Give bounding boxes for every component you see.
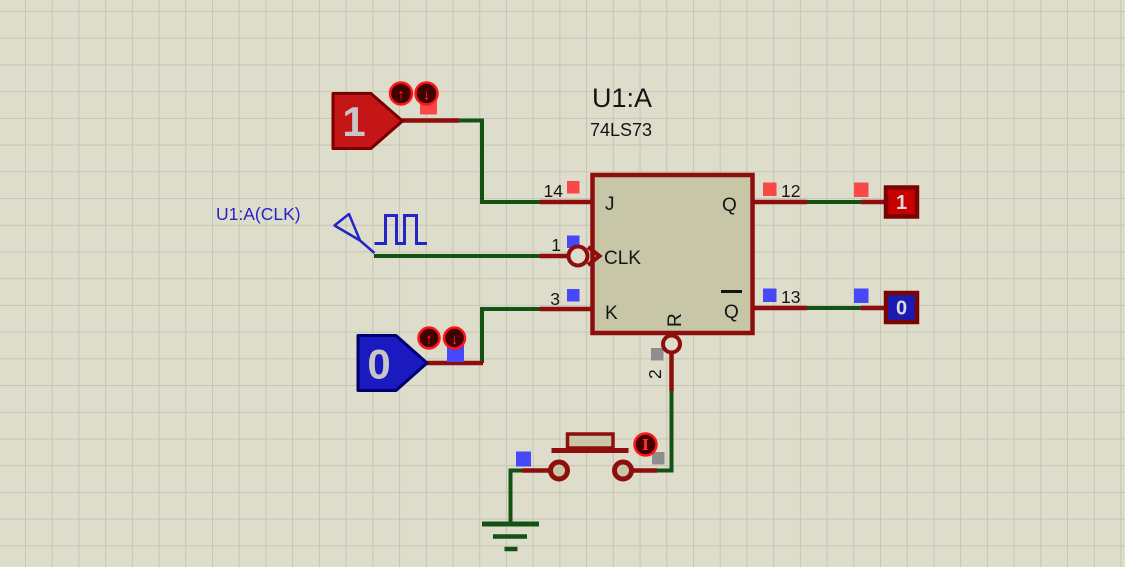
logicprobe-qbar: 0 [883,290,920,325]
state-square-ground [516,451,531,467]
reset-bubble-icon [661,333,682,355]
wire-reset [656,389,674,473]
pin-number-1: 1 [551,235,561,255]
logicstate-k-toggle-down[interactable]: ↓ [442,326,467,350]
arrow-down-icon: ↓ [423,87,431,104]
arrow-down-icon: ↓ [451,331,459,348]
state-square-probe-qbar [854,288,869,303]
chip-body [590,172,755,336]
state-square-pin13 [763,288,777,302]
pin-label-j: J [605,194,615,215]
logicstate-j-toggle-up[interactable]: ↑ [388,81,414,106]
generator-flag-icon [333,212,376,254]
jk-flipflop-u1a: J CLK K Q Q R U1:A 74LS73 [566,83,755,355]
clk-bubble-icon [566,244,590,268]
arrow-up-icon: ↑ [397,87,405,104]
push-button-actuator[interactable]: I [633,432,658,457]
pin-label-k: K [605,303,618,324]
toggle-down-circle[interactable] [442,326,467,350]
state-square-pin2 [651,348,664,361]
arrow-up-icon: ↑ [425,331,433,348]
logicprobe-qbar-box [883,290,920,325]
pin-number-14: 14 [544,181,564,201]
pin-number-3: 3 [550,289,560,309]
wire-k-input [480,307,541,363]
push-button-terminal-left [548,459,570,482]
logicstate-k[interactable]: 0 ↑ ↓ [356,326,467,392]
push-button-cap [565,432,615,450]
pin-label-q: Q [722,195,737,216]
toggle-down-circle[interactable] [414,81,439,106]
logicprobe-q-value: 1 [896,192,907,214]
logicstate-j-toggle-down[interactable]: ↓ [414,81,439,106]
logicstate-j-value: 1 [342,98,365,145]
clk-arrow-icon [586,245,603,267]
state-square-pin3 [567,289,580,302]
press-icon: I [642,436,649,454]
wire-j-input [458,118,541,204]
logicstate-k-tag[interactable] [356,334,429,392]
actuator-circle[interactable] [633,432,658,457]
ground-symbol [482,521,539,552]
push-button-terminal-right [612,459,634,482]
component-device: 74LS73 [590,120,652,140]
state-square-probe-q [854,182,869,197]
pin-number-12: 12 [781,181,800,201]
toggle-up-circle[interactable] [388,81,414,106]
logicstate-j-tag[interactable] [331,92,404,150]
clock-generator: U1:A(CLK) [216,204,427,254]
pin-number-13: 13 [781,287,800,307]
state-square-pin12 [763,182,777,196]
pin-label-r: R [665,313,686,327]
pin-label-clk: CLK [604,248,641,269]
logicprobe-q: 1 [883,185,920,219]
state-square-button [652,452,665,465]
wire-button-to-ground [508,468,524,524]
toggle-up-circle[interactable] [417,326,441,350]
clock-waveform-icon [374,214,427,245]
logicprobe-qbar-value: 0 [896,298,907,320]
push-button: I [548,432,658,482]
logicprobe-q-box [883,185,920,219]
state-square-pin14 [567,181,580,194]
logicstate-k-value: 0 [367,341,390,388]
logicstate-j[interactable]: 1 ↑ ↓ [331,81,439,150]
pin-number-2: 2 [645,369,665,379]
logicstate-k-toggle-up[interactable]: ↑ [417,326,441,350]
component-ref: U1:A [592,83,652,113]
clock-generator-label: U1:A(CLK) [216,204,301,224]
pin-label-qbar: Q [724,302,739,323]
